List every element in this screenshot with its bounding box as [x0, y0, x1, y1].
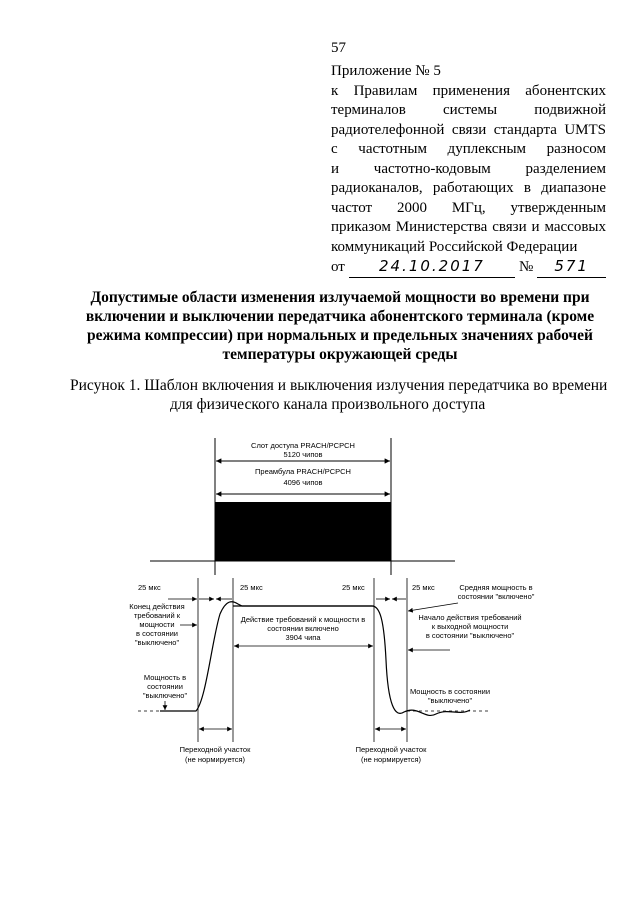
on-requirement-label: состоянии включено	[267, 624, 339, 633]
preamble-block	[215, 502, 391, 561]
preamble-label: Преамбула PRACH/PCPCH	[255, 467, 351, 476]
power-off-left-label: "выключено"	[143, 691, 188, 700]
appendix-block: Приложение № 5 к Правилам применения або…	[331, 62, 606, 278]
handwritten-date: 24.10.2017	[348, 257, 515, 278]
transition-label: Переходной участок	[356, 745, 427, 754]
figure-caption: Рисунок 1. Шаблон включения и выключения…	[70, 376, 640, 414]
avg-power-arrow	[407, 602, 459, 613]
end-off-label: мощности	[139, 620, 174, 629]
avg-power-label: Средняя мощность в	[459, 583, 532, 592]
on-requirement-label: Действие требований к мощности в	[241, 615, 366, 624]
appendix-line: и частотно-кодовым разделением	[331, 160, 606, 177]
transition-label: (не нормируется)	[361, 755, 422, 764]
end-off-label: требований к	[134, 611, 181, 620]
transition-label: Переходной участок	[180, 745, 251, 754]
appendix-line: частот 2000 МГц, утвержденным	[331, 199, 606, 216]
start-off-label: к выходной мощности	[432, 622, 509, 631]
power-off-right-label: Мощность в состоянии	[410, 687, 490, 696]
time-label: 25 мкс	[240, 583, 263, 592]
avg-power-label: состоянии "включено"	[458, 592, 535, 601]
preamble-chips: 4096 чипов	[283, 478, 322, 487]
number-prefix: №	[518, 259, 534, 275]
figure-caption-line: для физического канала произвольного дос…	[170, 396, 486, 413]
slot-chips: 5120 чипов	[283, 450, 322, 459]
appendix-line: радиоканалов, работающих в диапазоне	[331, 180, 606, 196]
page-number: 57	[331, 40, 346, 56]
appendix-line: к Правилам применения абонентских	[331, 82, 606, 99]
section-heading: Допустимые области изменения излучаемой …	[85, 289, 595, 363]
transition-label: (не нормируется)	[185, 755, 246, 764]
power-off-left-label: состоянии	[147, 682, 183, 691]
date-prefix: от	[331, 259, 345, 275]
appendix-line: радиотелефонной связи стандарта UMTS	[331, 121, 606, 138]
end-off-label: "выключено"	[135, 638, 180, 647]
order-signature-line: от 24.10.2017 № 571	[331, 257, 606, 278]
end-off-label: Конец действия	[129, 602, 184, 611]
slot-label: Слот доступа PRACH/PCPCH	[251, 441, 355, 450]
appendix-title: Приложение № 5	[331, 63, 441, 79]
time-label: 25 мкс	[412, 583, 435, 592]
power-envelope	[160, 601, 471, 716]
power-off-right-label: "выключено"	[428, 696, 473, 705]
time-label: 25 мкс	[138, 583, 161, 592]
start-off-label: Начало действия требований	[418, 613, 521, 622]
handwritten-number: 571	[537, 257, 606, 278]
end-off-label: в состоянии	[136, 629, 178, 638]
on-requirement-label: 3904 чипа	[285, 633, 321, 642]
power-off-left-label: Мощность в	[144, 673, 186, 682]
time-label: 25 мкс	[342, 583, 365, 592]
figure-caption-line: Рисунок 1. Шаблон включения и выключения…	[70, 377, 608, 394]
appendix-line: приказом Министерства связи и массовых	[331, 219, 606, 235]
appendix-line: терминалов системы подвижной	[331, 102, 606, 118]
start-off-label: в состоянии "выключено"	[426, 631, 515, 640]
appendix-line: с частотным дуплексным разносом	[331, 141, 606, 157]
appendix-line: коммуникаций Российской Федерации	[331, 238, 578, 255]
